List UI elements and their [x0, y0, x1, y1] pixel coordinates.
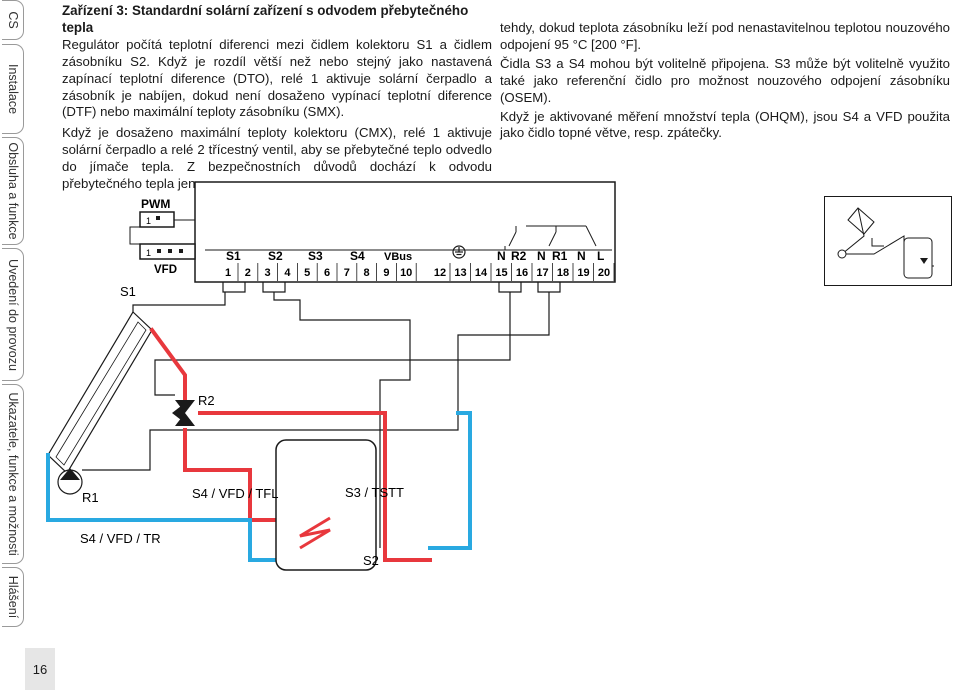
relay-r2: R2	[511, 249, 527, 263]
text-column-right: tehdy, dokud teplota zásobníku leží pod …	[500, 20, 950, 144]
paragraph-1: Regulátor počítá teplotní diferenci mezi…	[62, 36, 492, 120]
vfd-connector	[139, 243, 196, 260]
terminal-6: 6	[324, 267, 330, 279]
terminal-2: 2	[245, 267, 251, 279]
paragraph-2: Když je dosaženo maximální teploty kolek…	[62, 125, 492, 192]
three-way-valve-icon	[172, 400, 195, 426]
plug-s2	[262, 282, 286, 293]
vfd-label: VFD	[154, 264, 177, 276]
relay-n-3: N	[577, 249, 586, 263]
plug-s1	[222, 282, 246, 293]
group-s2: S2	[268, 249, 283, 263]
group-s4: S4	[350, 249, 365, 263]
terminal-8: 8	[364, 267, 370, 279]
solar-collector-icon	[47, 311, 153, 474]
terminal-4: 4	[284, 267, 291, 279]
terminal-19: 19	[577, 267, 589, 279]
terminal-15: 15	[495, 267, 507, 279]
label-s1: S1	[120, 284, 136, 299]
sidebar: CS Instalace Obsluha a funkce Uvedení do…	[0, 0, 27, 690]
group-vbus: VBus	[384, 251, 412, 263]
hot-pipe	[149, 327, 187, 400]
paragraph-3: tehdy, dokud teplota zásobníku leží pod …	[500, 20, 950, 52]
label-r2: R2	[198, 393, 215, 408]
controller-box	[194, 181, 616, 283]
label-s4-vfd-tr: S4 / VFD / TR	[80, 531, 161, 546]
plug-r1	[537, 282, 561, 293]
page-number-box	[25, 648, 55, 690]
terminal-9: 9	[383, 267, 389, 279]
group-s3: S3	[308, 249, 323, 263]
section-title: Zařízení 3: Standardní solární zařízení …	[62, 3, 469, 35]
paragraph-4: Čidla S3 a S4 mohou být volitelně připoj…	[500, 55, 950, 105]
relay-n-2: N	[537, 249, 546, 263]
terminal-7: 7	[344, 267, 350, 279]
pump-icon	[57, 468, 83, 495]
terminal-10: 10	[400, 267, 412, 279]
terminal-14: 14	[475, 267, 488, 279]
relay-n-1: N	[497, 249, 506, 263]
label-s2: S2	[363, 553, 379, 568]
text-column-left: Zařízení 3: Standardní solární zařízení …	[62, 3, 492, 197]
label-r1: R1	[82, 490, 99, 505]
terminal-12: 12	[434, 267, 446, 279]
terminal-16: 16	[516, 267, 528, 279]
page-number: 16	[32, 662, 48, 677]
terminal-13: 13	[454, 267, 466, 279]
tab-uvedeni-do-provozu[interactable]: Uvedení do provozu	[2, 248, 24, 381]
relay-l: L	[597, 249, 604, 263]
paragraph-5: Když je aktivované měření množství tepla…	[500, 108, 950, 141]
terminal-3: 3	[265, 267, 271, 279]
hot-pipe-heatsink	[198, 411, 432, 562]
tab-cs[interactable]: CS	[2, 0, 24, 40]
system-thumbnail	[824, 196, 952, 286]
pwm-label: PWM	[141, 197, 170, 211]
plug-r2	[498, 282, 522, 293]
ground-icon	[452, 245, 466, 259]
terminal-1: 1	[225, 267, 231, 279]
storage-tank	[275, 439, 377, 571]
heat-exchanger-coil-icon	[299, 516, 331, 550]
tab-obsluha-a-funkce[interactable]: Obsluha a funkce	[2, 137, 24, 245]
tab-instalace[interactable]: Instalace	[2, 44, 24, 134]
terminal-17: 17	[536, 267, 548, 279]
tab-hlaseni[interactable]: Hlášení	[2, 567, 24, 627]
tab-ukazatele-funkce[interactable]: Ukazatele, funkce a možnosti	[2, 384, 24, 564]
relay-r1: R1	[552, 249, 568, 263]
svg-text:1: 1	[146, 248, 151, 258]
terminal-5: 5	[304, 267, 310, 279]
svg-text:1: 1	[146, 216, 151, 226]
label-s4-vfd-tfl: S4 / VFD / TFL	[192, 486, 278, 501]
group-s1: S1	[226, 249, 241, 263]
cold-pipe	[46, 453, 312, 562]
label-s3-tstt: S3 / TSTT	[345, 485, 404, 500]
terminal-18: 18	[557, 267, 569, 279]
relay-switch-icons	[504, 225, 597, 250]
cold-pipe-return	[428, 411, 472, 550]
terminal-20: 20	[598, 267, 610, 279]
